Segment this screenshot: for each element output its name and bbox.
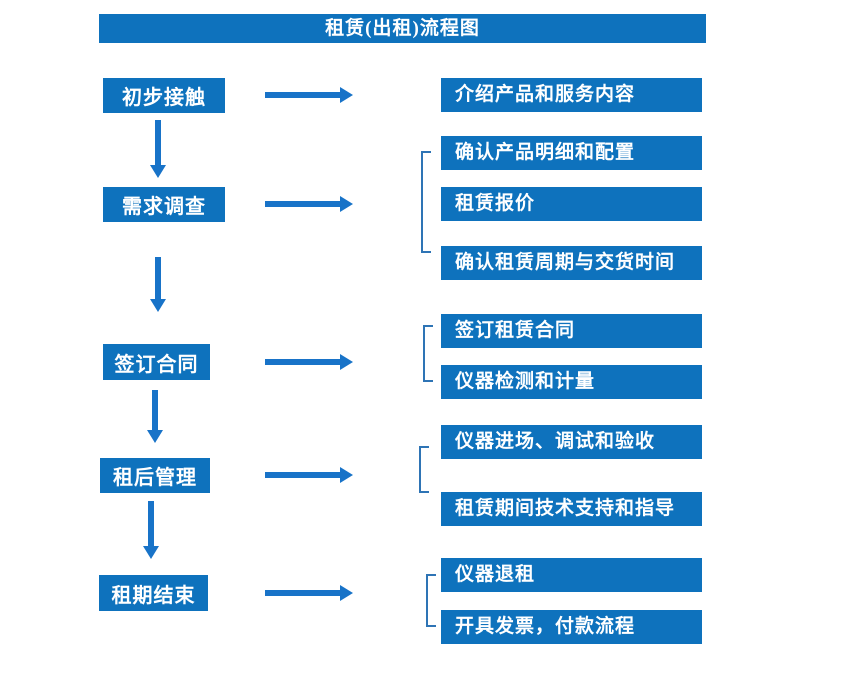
step-box-initial-contact: 初步接触 (103, 78, 225, 113)
arrow-shaft (152, 390, 158, 431)
arrow-head (340, 354, 353, 370)
arrow-head (340, 196, 353, 212)
right-arrow (265, 467, 353, 483)
arrow-shaft (155, 120, 161, 166)
down-arrow (143, 501, 159, 559)
down-arrow (150, 257, 166, 312)
step-box-sign-contract: 签订合同 (103, 344, 210, 380)
arrow-shaft (148, 501, 154, 547)
group-bracket (419, 446, 429, 493)
step-box-post-rental-management: 租后管理 (100, 458, 210, 493)
group-bracket (423, 325, 433, 382)
group-bracket (426, 574, 436, 627)
detail-box-confirm-product-details-config: 确认产品明细和配置 (441, 136, 702, 170)
detail-box-rental-quotation: 租赁报价 (441, 187, 702, 221)
detail-box-technical-support-guidance: 租赁期间技术支持和指导 (441, 492, 702, 526)
detail-box-instrument-return: 仪器退租 (441, 558, 702, 592)
detail-box-introduce-products-services: 介绍产品和服务内容 (441, 78, 702, 112)
arrow-shaft (265, 590, 341, 596)
step-box-rental-period-end: 租期结束 (99, 575, 208, 611)
detail-box-instrument-testing-metering: 仪器检测和计量 (441, 365, 702, 399)
right-arrow (265, 196, 353, 212)
right-arrow (265, 87, 353, 103)
detail-box-confirm-rental-period-delivery: 确认租赁周期与交货时间 (441, 246, 702, 280)
arrow-shaft (265, 92, 341, 98)
detail-box-invoice-payment-process: 开具发票，付款流程 (441, 610, 702, 644)
arrow-shaft (265, 201, 341, 207)
arrow-head (143, 546, 159, 559)
arrow-head (340, 467, 353, 483)
arrow-head (147, 430, 163, 443)
arrow-head (150, 299, 166, 312)
arrow-shaft (265, 359, 341, 365)
right-arrow (265, 585, 353, 601)
arrow-head (340, 585, 353, 601)
flowchart-title: 租赁(出租)流程图 (99, 14, 706, 43)
detail-box-instrument-entry-debug-acceptance: 仪器进场、调试和验收 (441, 425, 702, 459)
arrow-shaft (155, 257, 161, 300)
detail-box-sign-rental-contract: 签订租赁合同 (441, 314, 702, 348)
arrow-head (150, 165, 166, 178)
group-bracket (421, 151, 431, 253)
arrow-shaft (265, 472, 341, 478)
step-box-demand-survey: 需求调查 (103, 187, 225, 222)
down-arrow (147, 390, 163, 443)
down-arrow (150, 120, 166, 178)
arrow-head (340, 87, 353, 103)
right-arrow (265, 354, 353, 370)
